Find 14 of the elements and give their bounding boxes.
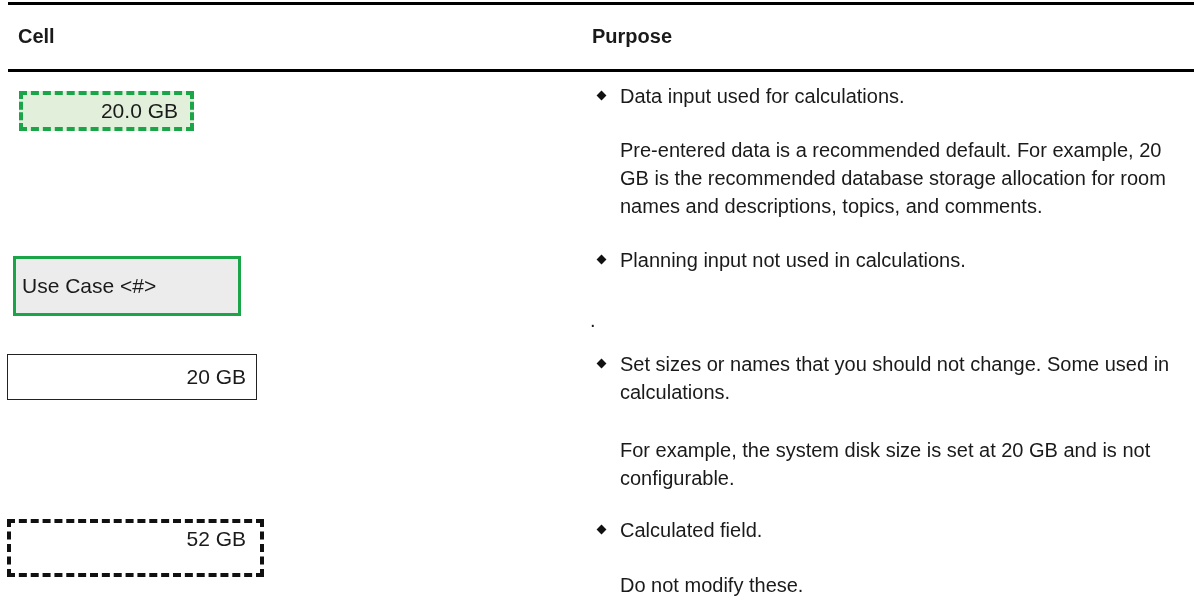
column-header: Purpose [592,24,673,49]
note-text: Pre-entered data is a recommended default. For example, 20 GB is the recommended database storage allocation for room names and descriptions, topics, and comments. [620,138,1167,219]
planning-cell: Use Case <#> [13,256,241,316]
list-item-text: Planning input not used in calculations. [620,248,967,273]
list-item-text: Set sizes or names that you should not change. Some used in calculations. [620,352,1171,405]
input-cell: 20.0 GB [19,91,194,131]
list-item-text: Calculated field. [620,518,764,543]
fixed-value-cell: 20 GB [7,354,257,400]
column-header: Cell [18,24,55,49]
note-text: For example, the system disk size is set at 20 GB and is not configurable. [620,438,1152,491]
note-text: Do not modify these. [620,573,805,598]
calculated-cell: 52 GB [7,519,264,577]
list-item-text: Data input used for calculations. [620,84,906,109]
stray-dot-text: . [590,308,597,333]
